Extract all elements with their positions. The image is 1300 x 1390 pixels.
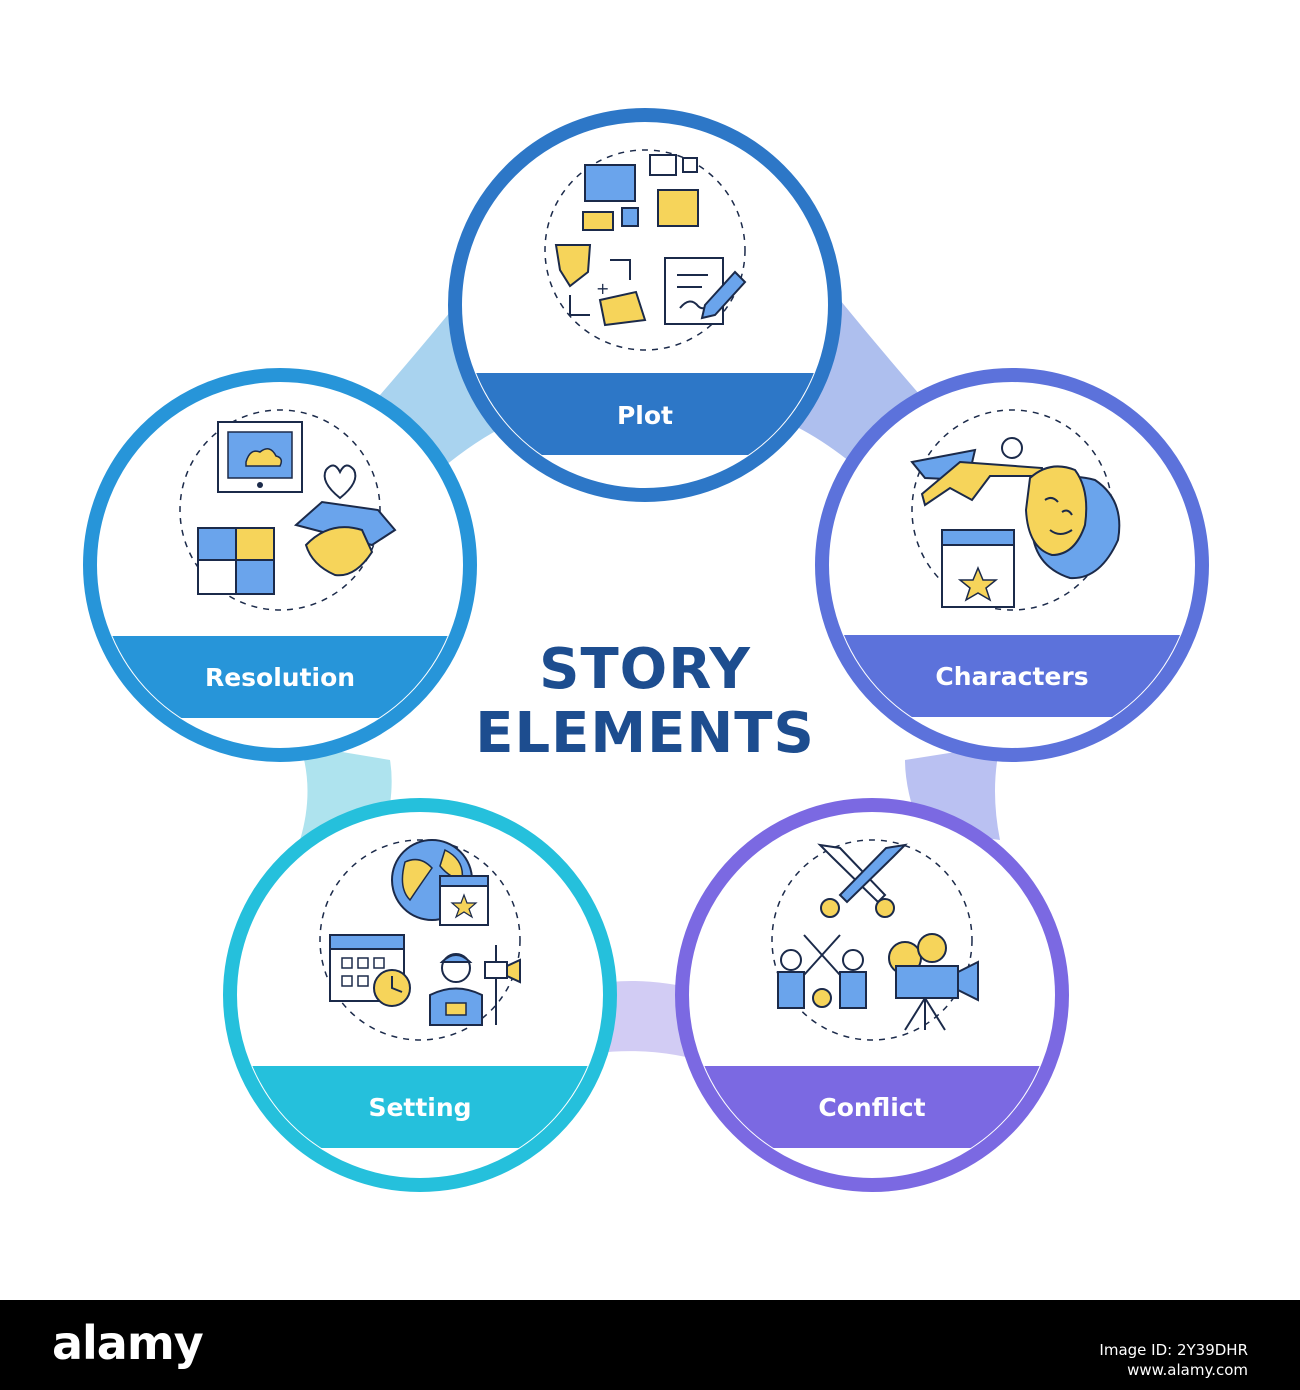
svg-text:+: + bbox=[596, 279, 609, 298]
node-plot-dashed-orbit bbox=[544, 149, 746, 351]
hands-frame-icon: + bbox=[554, 244, 647, 327]
node-resolution-dashed-orbit bbox=[179, 409, 381, 611]
camera-operator-icon bbox=[429, 945, 521, 1026]
heart-icon bbox=[323, 464, 357, 500]
notebook-pencil-icon bbox=[664, 257, 747, 325]
fencing-duel-icon bbox=[777, 934, 867, 1009]
calendar-notes-icon bbox=[582, 154, 677, 231]
title-line-1: STORY bbox=[539, 637, 751, 702]
story-elements-diagram: STORY ELEMENTS Plot + bbox=[83, 108, 1209, 1192]
brand-logo: alamy bbox=[52, 1316, 204, 1370]
node-conflict-dashed-orbit bbox=[771, 839, 973, 1041]
handshake-icon bbox=[293, 500, 397, 577]
node-conflict: Conflict bbox=[675, 798, 1069, 1192]
image-id: Image ID: 2Y39DHR bbox=[1099, 1341, 1248, 1359]
node-characters: Characters bbox=[815, 368, 1209, 762]
node-plot-label: Plot bbox=[617, 401, 673, 430]
node-conflict-label: Conflict bbox=[818, 1093, 925, 1122]
sticky-note-icon bbox=[657, 157, 699, 227]
puzzle-icon bbox=[197, 527, 275, 595]
theater-masks-icon bbox=[1024, 465, 1121, 580]
monitor-sun-icon bbox=[217, 421, 303, 493]
crossed-swords-icon bbox=[817, 843, 908, 918]
calendar-clock-icon bbox=[329, 934, 411, 1007]
movie-camera-icon bbox=[888, 933, 979, 1031]
clapperboard-star-icon bbox=[941, 529, 1015, 608]
node-setting-label: Setting bbox=[368, 1093, 471, 1122]
node-characters-label: Characters bbox=[935, 662, 1088, 691]
superhero-icon bbox=[910, 437, 1043, 507]
site-url: www.alamy.com bbox=[1127, 1361, 1248, 1379]
globe-clapperboard-icon bbox=[391, 839, 489, 926]
node-setting-dashed-orbit bbox=[319, 839, 521, 1041]
node-resolution: Resolution bbox=[83, 368, 477, 762]
node-setting: Setting bbox=[223, 798, 617, 1192]
node-resolution-label: Resolution bbox=[205, 663, 355, 692]
node-plot: Plot + bbox=[448, 108, 842, 502]
title-line-2: ELEMENTS bbox=[475, 701, 815, 766]
footer-bar: alamy Image ID: 2Y39DHR www.alamy.com bbox=[0, 1300, 1300, 1390]
image-credit: Image ID: 2Y39DHR www.alamy.com bbox=[1099, 1340, 1248, 1380]
